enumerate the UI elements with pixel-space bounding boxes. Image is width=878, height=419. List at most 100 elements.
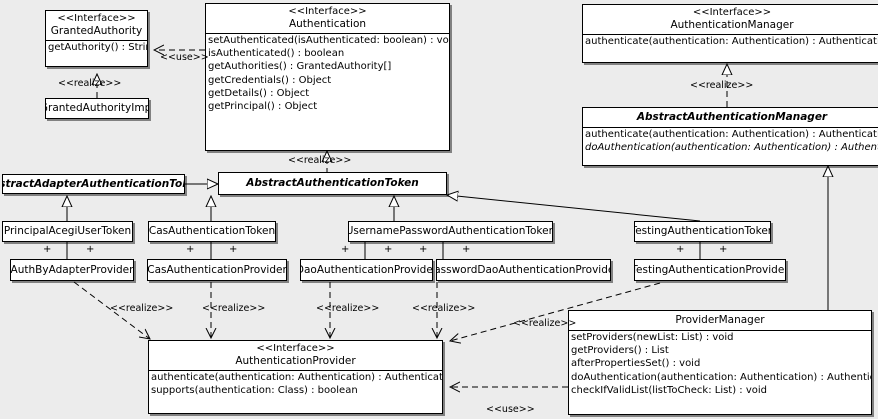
class-header: AbstractAuthenticationToken	[219, 173, 446, 194]
class-header: PasswordDaoAuthenticationProvider	[437, 260, 610, 280]
class-name: AuthenticationProvider	[235, 355, 356, 367]
class-name: AuthByAdapterProvider	[10, 263, 134, 276]
class-header: PrincipalAcegiUserToken	[3, 222, 132, 241]
edge-label-use-authentication: <<use>>	[160, 52, 209, 63]
operation: getCredentials() : Object	[208, 74, 332, 86]
class-stereotype: <<Interface>>	[256, 343, 335, 354]
divider	[583, 127, 878, 128]
multiplicity-plus: +	[384, 244, 393, 255]
class-cas-authentication-token[interactable]: CasAuthenticationToken	[148, 221, 276, 242]
class-name: AuthenticationManager	[670, 19, 794, 31]
operation: setAuthenticated(isAuthenticated: boolea…	[208, 35, 449, 46]
operation: authenticate(authentication: Authenticat…	[585, 129, 878, 140]
class-name: GrantedAuthority	[50, 25, 143, 37]
class-name: Authentication	[288, 18, 367, 30]
class-name: AbstractAuthenticationManager	[636, 111, 828, 123]
class-header: <<Interface>> Authentication	[206, 4, 449, 33]
class-cas-authentication-provider[interactable]: CasAuthenticationProvider	[147, 259, 287, 281]
multiplicity-plus: +	[676, 244, 685, 255]
class-granted-authority-impl[interactable]: GrantedAuthorityImpl	[45, 98, 149, 119]
class-stereotype: <<Interface>>	[692, 7, 772, 18]
class-operations: setProviders(newList: List) : void getPr…	[569, 331, 871, 397]
class-username-password-authentication-token[interactable]: UsernamePasswordAuthenticationToken	[348, 221, 553, 242]
class-name: PasswordDaoAuthenticationProvider	[436, 263, 611, 276]
class-header: GrantedAuthorityImpl	[46, 99, 148, 118]
class-authentication[interactable]: <<Interface>> Authentication setAuthenti…	[205, 3, 450, 151]
class-testing-authentication-provider[interactable]: TestingAuthenticationProvider	[634, 259, 786, 281]
divider	[569, 330, 871, 331]
class-header: CasAuthenticationToken	[149, 222, 275, 241]
edge-label-realize-grantedauthorityimpl: <<realize>>	[58, 78, 122, 89]
class-header: TestingAuthenticationToken	[635, 222, 770, 241]
operation: getProviders() : List	[571, 345, 669, 357]
class-operations: setAuthenticated(isAuthenticated: boolea…	[206, 34, 449, 113]
class-dao-authentication-provider[interactable]: DaoAuthenticationProvider	[300, 259, 433, 281]
class-stereotype: <<Interface>>	[57, 13, 136, 24]
multiplicity-plus: +	[341, 244, 350, 255]
class-stereotype: <<Interface>>	[288, 6, 367, 17]
divider	[206, 33, 449, 34]
class-header: TestingAuthenticationProvider	[635, 260, 785, 280]
edge-label-use-providermanager: <<use>>	[486, 404, 535, 415]
multiplicity-plus: +	[86, 244, 95, 255]
class-abstract-adapter-authentication-token[interactable]: AbstractAdapterAuthenticationToken	[2, 174, 185, 194]
divider	[583, 34, 878, 35]
class-header: AbstractAuthenticationManager	[583, 108, 878, 127]
class-auth-by-adapter-provider[interactable]: AuthByAdapterProvider	[10, 259, 134, 281]
class-authentication-provider[interactable]: <<Interface>> AuthenticationProvider aut…	[148, 340, 443, 414]
edge-label-realize-abstractauthenticationmanager: <<realize>>	[690, 80, 754, 91]
multiplicity-plus: +	[186, 244, 195, 255]
edge-label-realize-passworddaoprovider: <<realize>>	[412, 303, 476, 314]
multiplicity-plus: +	[229, 244, 238, 255]
multiplicity-plus: +	[719, 244, 728, 255]
divider	[46, 40, 147, 41]
class-operations: authenticate(authentication: Authenticat…	[583, 128, 878, 154]
operation: supports(authentication: Class) : boolea…	[151, 385, 358, 397]
class-header: ProviderManager	[569, 311, 871, 330]
class-abstract-authentication-token[interactable]: AbstractAuthenticationToken	[218, 172, 447, 195]
class-name: ProviderManager	[675, 314, 765, 326]
operation: getDetails() : Object	[208, 87, 310, 99]
class-principal-acegi-user-token[interactable]: PrincipalAcegiUserToken	[2, 221, 133, 242]
multiplicity-plus: +	[462, 244, 471, 255]
class-password-dao-authentication-provider[interactable]: PasswordDaoAuthenticationProvider	[436, 259, 611, 281]
divider	[149, 370, 442, 371]
operation: afterPropertiesSet() : void	[571, 358, 701, 370]
edge-label-realize-abstractauthenticationtoken: <<realize>>	[288, 155, 352, 166]
class-name: UsernamePasswordAuthenticationToken	[348, 225, 553, 237]
class-name: PrincipalAcegiUserToken	[3, 225, 132, 237]
class-abstract-authentication-manager[interactable]: AbstractAuthenticationManager authentica…	[582, 107, 878, 166]
edge-generalize-testingauthenticationtoken	[447, 195, 701, 222]
class-operations: getAuthority() : String	[46, 41, 147, 54]
operation: setProviders(newList: List) : void	[571, 332, 734, 343]
class-header: <<Interface>> AuthenticationManager	[583, 5, 878, 34]
class-header: <<Interface>> AuthenticationProvider	[149, 341, 442, 370]
operation: doAuthentication(authentication: Authent…	[585, 142, 878, 154]
operation: getAuthorities() : GrantedAuthority[]	[208, 61, 392, 73]
operation: getAuthority() : String	[48, 42, 147, 53]
class-header: AuthByAdapterProvider	[11, 260, 133, 280]
operation: checkIfValidList(listToCheck: List) : vo…	[571, 384, 768, 396]
edge-label-realize-testingprovider: <<realize>>	[513, 318, 577, 329]
class-testing-authentication-token[interactable]: TestingAuthenticationToken	[634, 221, 771, 242]
edge-label-realize-casprovider: <<realize>>	[202, 303, 266, 314]
multiplicity-plus: +	[43, 244, 52, 255]
class-name: DaoAuthenticationProvider	[300, 263, 433, 276]
class-header: CasAuthenticationProvider	[148, 260, 286, 280]
class-authentication-manager[interactable]: <<Interface>> AuthenticationManager auth…	[582, 4, 878, 63]
class-operations: authenticate(authentication: Authenticat…	[149, 371, 442, 397]
class-granted-authority[interactable]: <<Interface>> GrantedAuthority getAuthor…	[45, 10, 148, 67]
class-name: CasAuthenticationToken	[148, 225, 276, 237]
operation: authenticate(authentication: Authenticat…	[151, 372, 442, 383]
edge-label-realize-authbyadapter: <<realize>>	[110, 303, 174, 314]
operation: isAuthenticated() : boolean	[208, 48, 345, 60]
class-name: CasAuthenticationProvider	[147, 263, 287, 276]
edge-label-realize-daoprovider: <<realize>>	[316, 303, 380, 314]
class-name: AbstractAuthenticationToken	[246, 177, 419, 189]
class-provider-manager[interactable]: ProviderManager setProviders(newList: Li…	[568, 310, 872, 415]
multiplicity-plus: +	[419, 244, 428, 255]
class-header: AbstractAdapterAuthenticationToken	[3, 175, 184, 193]
operation: getPrincipal() : Object	[208, 101, 318, 113]
operation: authenticate(authentication: Authenticat…	[585, 36, 878, 47]
